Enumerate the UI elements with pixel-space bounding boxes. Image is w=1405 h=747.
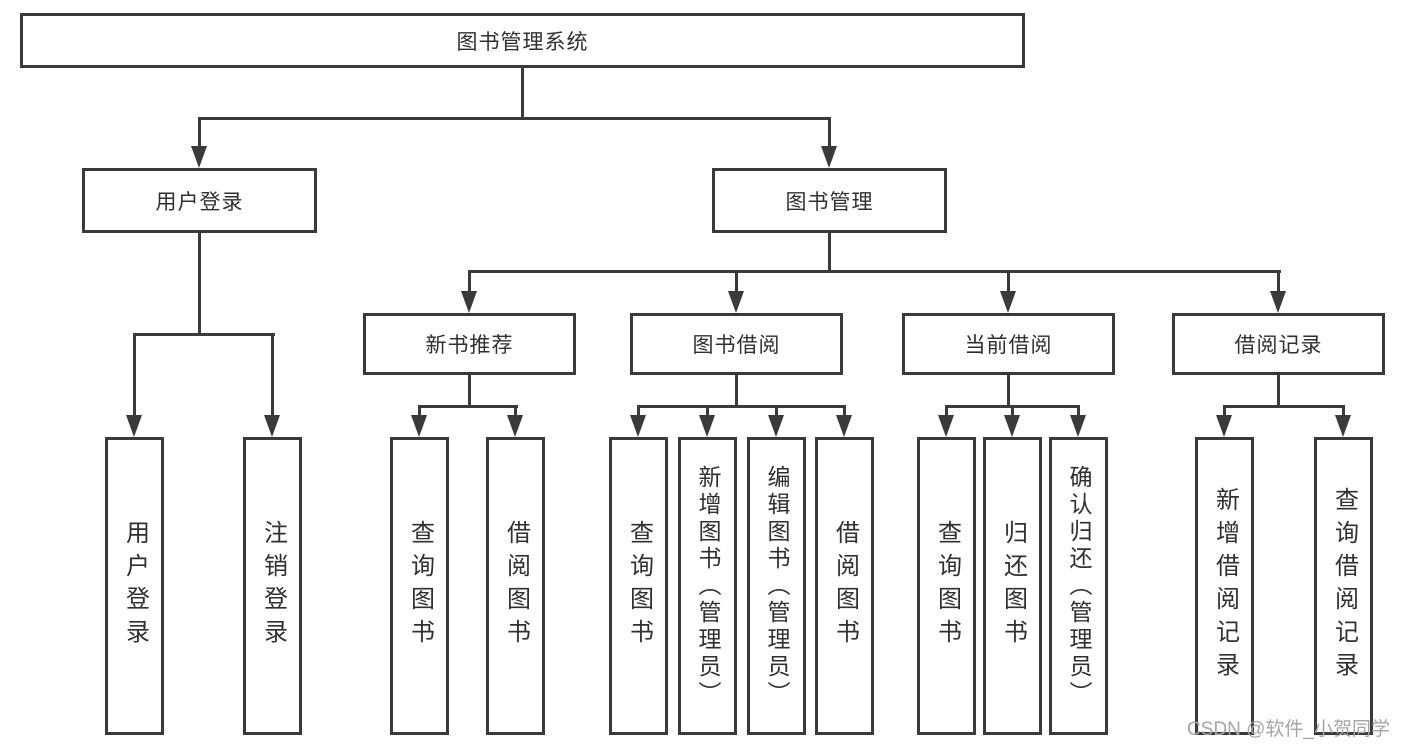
arrow-down-icon — [938, 415, 954, 437]
connector-line — [706, 408, 709, 417]
connector-line — [637, 408, 640, 417]
arrow-down-icon — [191, 146, 207, 168]
node-root-label: 图书管理系统 — [456, 30, 589, 54]
connector-line — [735, 273, 738, 293]
arrow-down-icon — [1004, 415, 1020, 437]
leaf-query-borrow-record: 查询借阅记录 — [1314, 437, 1373, 735]
leaf-label: 借阅图书 — [831, 520, 859, 652]
arrow-down-icon — [411, 415, 427, 437]
node-user-login-label: 用户登录 — [155, 190, 244, 214]
node-new-book-recommend: 新书推荐 — [363, 313, 576, 375]
connector-line — [1223, 408, 1226, 417]
connector-line — [735, 375, 738, 408]
connector-line — [775, 408, 778, 417]
node-root: 图书管理系统 — [20, 13, 1025, 68]
connector-line — [1007, 273, 1010, 293]
connector-line — [1277, 375, 1280, 408]
connector-line — [843, 408, 846, 417]
leaf-user-login: 用户登录 — [105, 437, 164, 735]
arrow-down-icon — [1000, 291, 1016, 313]
leaf-query-books-1: 查询图书 — [390, 437, 449, 735]
arrow-down-icon — [1335, 415, 1351, 437]
connector-line — [468, 273, 471, 293]
leaf-query-books-2: 查询图书 — [609, 437, 668, 735]
arrow-down-icon — [728, 291, 744, 313]
leaf-confirm-return-admin: 确认归还（管理员） — [1049, 437, 1108, 735]
leaf-label: 确认归还（管理员） — [1066, 464, 1092, 708]
leaf-add-books-admin: 新增图书（管理员） — [678, 437, 737, 735]
leaf-borrow-books-1: 借阅图书 — [486, 437, 545, 735]
arrow-down-icon — [768, 415, 784, 437]
leaf-add-borrow-record: 新增借阅记录 — [1195, 437, 1254, 735]
node-borrow-record: 借阅记录 — [1172, 313, 1385, 375]
node-book-borrow: 图书借阅 — [630, 313, 843, 375]
arrow-down-icon — [507, 415, 523, 437]
connector-line — [418, 405, 518, 408]
connector-line — [1077, 408, 1080, 417]
leaf-logout: 注销登录 — [243, 437, 302, 735]
connector-line — [133, 333, 275, 336]
connector-line — [468, 270, 1281, 273]
leaf-label: 注销登录 — [259, 520, 287, 652]
leaf-query-books-3: 查询图书 — [917, 437, 976, 735]
connector-line — [198, 117, 831, 120]
node-current-borrow: 当前借阅 — [902, 313, 1115, 375]
arrow-down-icon — [1270, 291, 1286, 313]
connector-line — [828, 233, 831, 273]
connector-line — [1007, 375, 1010, 408]
leaf-label: 查询图书 — [933, 520, 961, 652]
leaf-return-books: 归还图书 — [983, 437, 1042, 735]
arrow-down-icon — [461, 291, 477, 313]
connector-line — [133, 336, 136, 416]
connector-line — [521, 68, 524, 120]
arrow-down-icon — [821, 146, 837, 168]
leaf-label: 查询借阅记录 — [1330, 487, 1358, 685]
arrow-down-icon — [126, 415, 142, 437]
node-current-borrow-label: 当前借阅 — [964, 334, 1053, 357]
arrow-down-icon — [836, 415, 852, 437]
node-book-management-label: 图书管理 — [785, 190, 874, 214]
connector-line — [1342, 408, 1345, 417]
node-book-borrow-label: 图书借阅 — [692, 334, 781, 357]
arrow-down-icon — [699, 415, 715, 437]
connector-line — [1223, 405, 1345, 408]
connector-line — [945, 408, 948, 417]
node-new-book-recommend-label: 新书推荐 — [425, 334, 514, 357]
leaf-edit-books-admin: 编辑图书（管理员） — [747, 437, 806, 735]
leaf-label: 新增借阅记录 — [1211, 487, 1239, 685]
node-borrow-record-label: 借阅记录 — [1234, 334, 1323, 357]
connector-line — [1277, 273, 1280, 293]
leaf-label: 用户登录 — [121, 520, 149, 652]
connector-line — [198, 233, 201, 335]
leaf-label: 查询图书 — [406, 520, 434, 652]
leaf-label: 查询图书 — [625, 520, 653, 652]
arrow-down-icon — [1070, 415, 1086, 437]
leaf-label: 新增图书（管理员） — [695, 464, 721, 708]
arrow-down-icon — [630, 415, 646, 437]
leaf-borrow-books-2: 借阅图书 — [815, 437, 874, 735]
csdn-watermark: CSDN @软件_小贺同学 — [1187, 719, 1390, 740]
leaf-label: 借阅图书 — [502, 520, 530, 652]
connector-line — [828, 117, 831, 148]
connector-line — [945, 405, 1080, 408]
connector-line — [198, 117, 201, 148]
node-user-login: 用户登录 — [82, 168, 317, 233]
connector-line — [1011, 408, 1014, 417]
arrow-down-icon — [1216, 415, 1232, 437]
leaf-label: 编辑图书（管理员） — [764, 464, 790, 708]
leaf-label: 归还图书 — [999, 520, 1027, 652]
connector-line — [271, 336, 274, 416]
arrow-down-icon — [264, 415, 280, 437]
connector-line — [418, 408, 421, 417]
connector-line — [514, 408, 517, 417]
connector-line — [637, 405, 846, 408]
connector-line — [468, 375, 471, 408]
node-book-management: 图书管理 — [712, 168, 947, 233]
